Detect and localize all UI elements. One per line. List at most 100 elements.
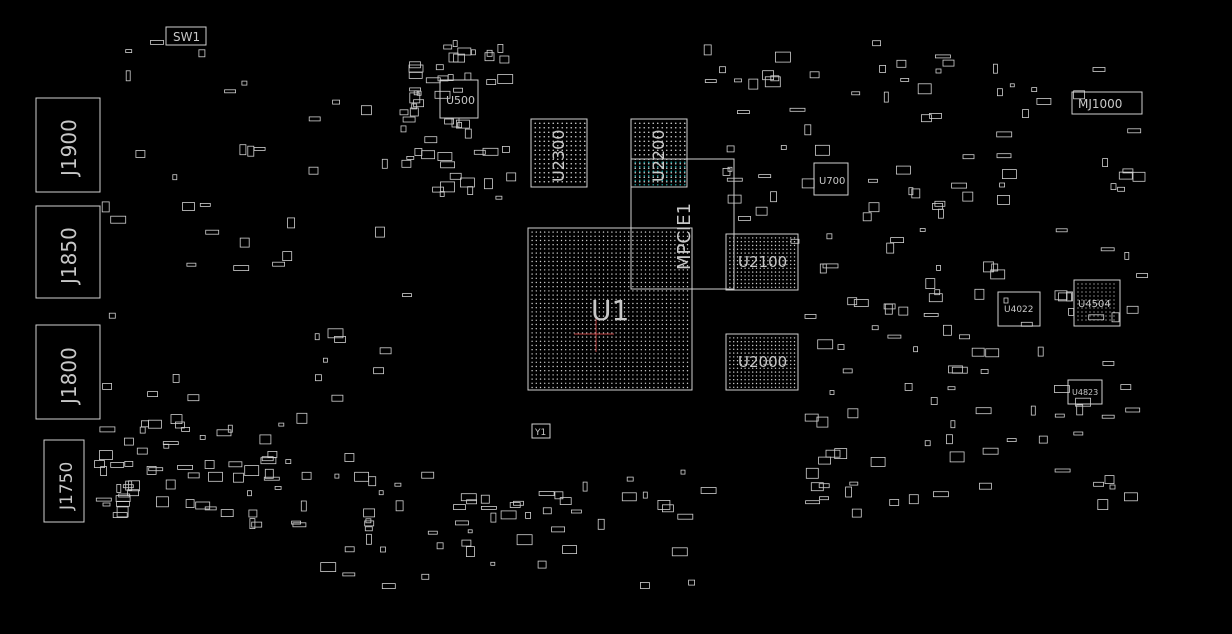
label-mpcie1: MPCIE1: [674, 203, 695, 270]
passive-part: [449, 172, 462, 180]
switch-sw1[interactable]: [165, 26, 207, 46]
passive-part: [770, 191, 777, 203]
passive-part: [804, 413, 819, 422]
passive-part: [490, 512, 497, 523]
passive-part: [147, 419, 162, 429]
passive-part: [898, 306, 909, 316]
passive-part: [224, 89, 237, 94]
passive-part: [946, 434, 953, 445]
label-u2100: U2100: [738, 253, 787, 271]
chip-u1[interactable]: [527, 227, 693, 391]
passive-part: [597, 518, 605, 530]
passive-part: [301, 471, 312, 480]
passive-part: [379, 347, 392, 355]
passive-part: [1036, 98, 1052, 105]
passive-part: [116, 500, 130, 507]
passive-part: [424, 136, 438, 144]
passive-part: [980, 369, 989, 374]
passive-part: [764, 76, 781, 88]
passive-part: [199, 434, 206, 440]
passive-part: [414, 148, 423, 156]
passive-part: [432, 186, 445, 193]
passive-part: [244, 465, 260, 477]
connector-j1850[interactable]: [35, 205, 101, 299]
passive-part: [480, 505, 497, 510]
passive-part: [296, 412, 308, 424]
passive-part: [204, 506, 217, 511]
passive-part: [1104, 475, 1115, 485]
chip-u4022[interactable]: [997, 291, 1041, 327]
chip-u4504[interactable]: [1073, 279, 1121, 327]
passive-part: [845, 486, 852, 498]
passive-part: [871, 325, 879, 331]
passive-part: [1092, 67, 1106, 72]
passive-part: [947, 386, 956, 391]
passive-part: [439, 191, 445, 197]
passive-part: [127, 489, 139, 497]
passive-part: [380, 546, 386, 553]
passive-part: [421, 573, 430, 580]
passive-part: [887, 334, 902, 339]
passive-part: [513, 500, 524, 506]
passive-part: [996, 153, 1012, 159]
passive-part: [1101, 414, 1115, 419]
passive-part: [805, 500, 820, 505]
connector-j1800[interactable]: [35, 324, 101, 420]
passive-part: [999, 182, 1005, 188]
passive-part: [703, 44, 712, 56]
passive-part: [365, 533, 372, 545]
connector-j1750[interactable]: [43, 439, 85, 523]
passive-part: [274, 485, 282, 490]
chip-u4823[interactable]: [1067, 379, 1103, 405]
passive-part: [849, 481, 859, 486]
crystal-y1[interactable]: [531, 423, 551, 439]
passive-part: [1054, 290, 1068, 301]
passive-part: [950, 420, 956, 429]
passive-part: [1102, 360, 1115, 366]
connector-j1900[interactable]: [35, 97, 101, 193]
passive-part: [1031, 87, 1038, 92]
connector-mj1000[interactable]: [1071, 91, 1143, 115]
passive-part: [862, 212, 872, 222]
module-mpcie1[interactable]: [630, 158, 735, 290]
passive-part: [951, 366, 968, 374]
passive-part: [1038, 435, 1048, 444]
chip-u2100[interactable]: [725, 233, 799, 291]
passive-part: [722, 167, 731, 176]
label-u4823: U4823: [1072, 388, 1098, 397]
passive-part: [187, 472, 200, 479]
passive-part: [136, 447, 148, 455]
passive-part: [253, 146, 266, 151]
passive-part: [851, 508, 862, 518]
passive-part: [172, 174, 178, 181]
passive-part: [497, 74, 514, 84]
passive-part: [500, 510, 517, 520]
passive-part: [198, 49, 206, 58]
passive-part: [102, 502, 111, 507]
passive-part: [110, 461, 125, 468]
chip-u2300[interactable]: [530, 118, 588, 188]
passive-part: [451, 117, 460, 128]
passive-part: [626, 476, 634, 482]
passive-part: [287, 217, 296, 229]
passive-part: [790, 238, 800, 244]
chip-u2200[interactable]: [630, 118, 688, 188]
passive-part: [934, 200, 946, 207]
chip-u2000[interactable]: [725, 333, 799, 391]
passive-part: [199, 202, 211, 207]
passive-part: [486, 79, 497, 85]
passive-part: [982, 447, 999, 455]
label-u4022: U4022: [1004, 305, 1034, 315]
passive-part: [805, 467, 819, 479]
passive-part: [688, 579, 695, 586]
passive-part: [344, 453, 355, 462]
passive-part: [467, 186, 474, 196]
ball-grid: [729, 337, 796, 388]
passive-part: [755, 206, 768, 216]
passive-part: [102, 382, 112, 390]
passive-part: [1097, 499, 1109, 511]
passive-part: [904, 382, 913, 391]
passive-part: [1102, 158, 1108, 168]
